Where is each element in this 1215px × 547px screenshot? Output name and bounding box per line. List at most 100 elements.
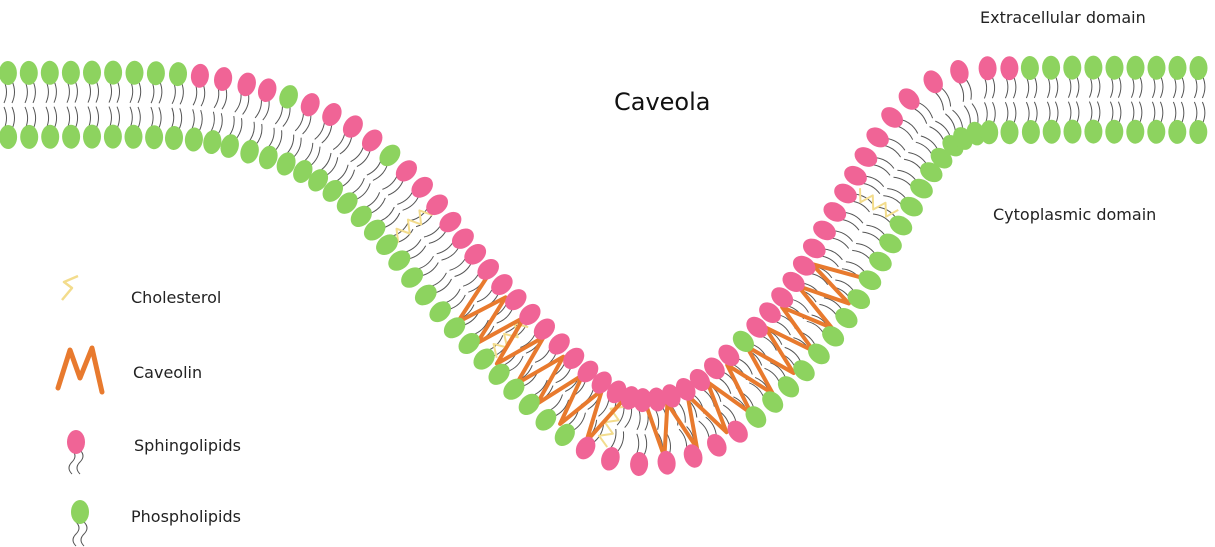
lipid-tail (437, 240, 454, 253)
lipid-tail (383, 213, 399, 228)
lipid-tail (887, 189, 906, 200)
lipid-tail (158, 107, 161, 129)
lipid-tail (993, 102, 996, 124)
lipid-tail (1181, 76, 1184, 98)
lipid-tail (96, 81, 99, 103)
phospholipid-head (1021, 56, 1039, 80)
lipid-tail (199, 110, 203, 132)
phospholipid-head (1022, 120, 1040, 144)
sphingolipid-head (681, 442, 706, 471)
lipid-tail (117, 107, 120, 129)
lipid-tail (388, 179, 404, 195)
lipid-tail (356, 183, 371, 199)
lipid-tail (1055, 102, 1058, 124)
phospholipid-head (1168, 56, 1186, 80)
lipid-tail (921, 136, 938, 150)
lipid-tail (429, 273, 446, 287)
lipid-tail (833, 231, 852, 242)
lipid-tail (341, 170, 355, 187)
phospholipid-head (20, 125, 38, 149)
lipid-tail (1055, 76, 1058, 98)
legend-label-phospholipids: Phospholipids (131, 507, 241, 526)
phospholipid-head (125, 61, 143, 85)
lipid-tail (958, 81, 964, 102)
lipid-tail (1202, 102, 1205, 124)
lipid-tail (201, 84, 205, 106)
lipid-tail (449, 295, 466, 310)
sphingolipid-head (894, 84, 924, 114)
sphingolipid-head (703, 430, 730, 460)
sphingolipid-head (297, 90, 323, 119)
phospholipid-head (184, 127, 204, 153)
lipid-tail (235, 91, 241, 112)
sphingolipid-head (235, 70, 259, 98)
phospholipid-head (1084, 120, 1102, 144)
lipid-tail (916, 142, 933, 156)
lipid-tail (856, 244, 875, 255)
phospholipid-head (145, 125, 164, 149)
lipid-tail (96, 107, 99, 129)
diagram-title: Caveola (614, 88, 711, 116)
lipid-tail (12, 107, 15, 129)
lipid-tail (625, 407, 632, 428)
lipid-tail (75, 107, 78, 129)
lipid-tail (463, 272, 480, 287)
phospholipid-head (104, 61, 122, 85)
lipid-tail (340, 136, 352, 155)
extracellular-domain-label: Extracellular domain (980, 8, 1146, 27)
lipid-tail (1118, 76, 1121, 98)
phospholipid-head (551, 420, 580, 450)
phospholipid-head (83, 125, 101, 149)
lipid-tail (228, 116, 234, 137)
lipid-tail (416, 256, 434, 269)
lipid-tail (972, 104, 978, 125)
lipid-tail (333, 131, 345, 150)
lipid-tail (75, 81, 78, 103)
lipid-tail (901, 120, 918, 134)
lipid-tail (930, 127, 945, 143)
sphingolipid-head (255, 76, 279, 104)
lipid-tail (1034, 76, 1037, 98)
lipid-tail (117, 81, 120, 103)
legend-icons (58, 276, 102, 546)
cholesterol-legend-icon (62, 276, 78, 300)
lipid-tail (303, 143, 313, 163)
sphingolipid-head (629, 452, 648, 477)
phospholipid-head (1147, 56, 1165, 80)
phospholipid-head (0, 125, 17, 149)
sphingolipid-head (572, 433, 599, 463)
lipid-tail (429, 230, 447, 243)
lipid-tail (897, 170, 916, 181)
lipid-tail (1076, 76, 1079, 98)
lipid-tail (871, 165, 890, 176)
lipid-tail (844, 212, 863, 223)
phospholipid-head (124, 125, 142, 149)
lipid-tail (295, 111, 303, 131)
lipid-tail (1181, 102, 1184, 124)
lipid-tail (861, 183, 880, 194)
caveolin-legend-icon (58, 348, 102, 392)
lipid-tail (840, 219, 859, 230)
sphingolipid-head (339, 112, 367, 142)
sphingolipid-head (978, 56, 997, 80)
lipid-tail (912, 108, 927, 124)
lipid-tail (179, 108, 182, 130)
lipid-tail (403, 196, 419, 211)
legend-label-cholesterol: Cholesterol (131, 288, 221, 307)
lipid-tail (335, 165, 349, 182)
lipid-tail (852, 250, 871, 261)
lipid-tail (887, 138, 905, 150)
lipid-tail (1013, 102, 1016, 124)
lipid-tail (370, 198, 386, 214)
phospholipid-head (168, 62, 187, 87)
lipid-tail (367, 159, 382, 175)
phospholipid-head (1084, 56, 1102, 80)
phospholipid-head (1168, 120, 1186, 144)
lipid-tail (403, 239, 421, 252)
phospholipid-head (62, 125, 80, 149)
lipid-tail (882, 145, 901, 157)
phospholipid-head (1147, 120, 1165, 144)
lipid-tail (218, 113, 223, 135)
lipid-tail (442, 247, 460, 260)
